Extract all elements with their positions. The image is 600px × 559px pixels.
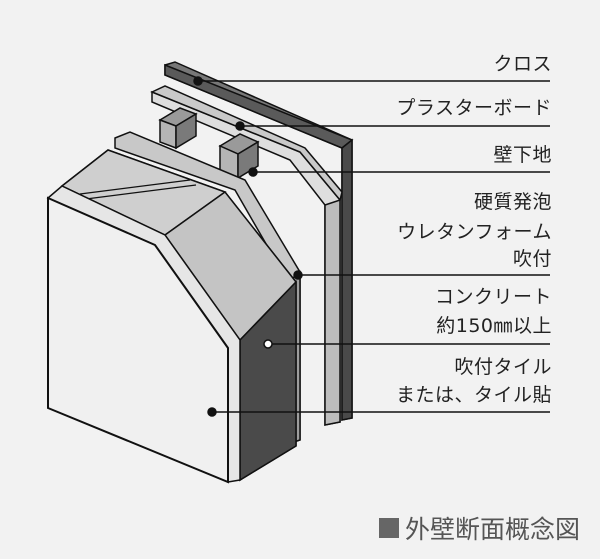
caption-text: 外壁断面概念図 bbox=[404, 515, 580, 544]
label-foam-line1: 硬質発泡 bbox=[473, 191, 552, 213]
label-foam-line2: ウレタンフォーム bbox=[397, 221, 552, 243]
base-dot bbox=[248, 167, 258, 177]
label-tile-line1: 吹付タイル bbox=[454, 356, 552, 378]
label-cloth: クロス bbox=[493, 53, 552, 75]
label-foam-line3: 吹付 bbox=[512, 248, 552, 270]
tile-face bbox=[46, 185, 241, 484]
cloth-layer bbox=[164, 61, 354, 421]
concrete-dot bbox=[263, 339, 273, 349]
plasterboard-dot bbox=[235, 121, 245, 131]
caption-square-icon bbox=[378, 518, 399, 538]
label-concrete-line2: 約150㎜以上 bbox=[436, 315, 552, 337]
plasterboard-layer bbox=[150, 85, 343, 426]
label-concrete-line1: コンクリート bbox=[434, 286, 552, 308]
stud-upper bbox=[158, 107, 198, 150]
label-plasterboard: プラスターボード bbox=[396, 97, 552, 119]
cloth-dot bbox=[193, 76, 203, 86]
label-tile-line2: または、タイル貼 bbox=[395, 384, 552, 406]
label-wall-base: 壁下地 bbox=[493, 144, 552, 166]
concrete-layer bbox=[60, 149, 297, 482]
foam-dot bbox=[293, 270, 303, 280]
tile-dot bbox=[207, 407, 217, 417]
diagram-caption: 外壁断面概念図 bbox=[378, 510, 580, 546]
